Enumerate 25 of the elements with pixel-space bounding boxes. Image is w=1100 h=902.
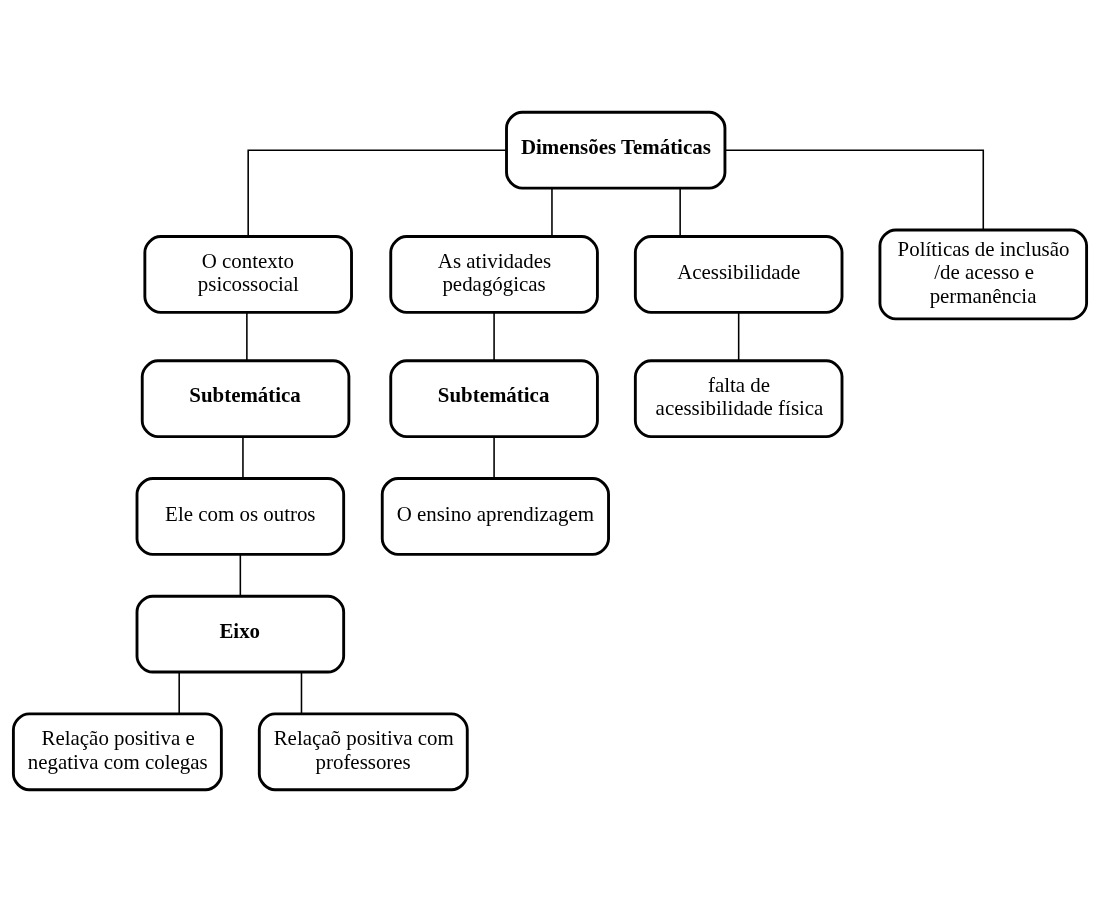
connector — [239, 554, 242, 597]
node-box: Relação positiva e negativa com colegas — [11, 712, 223, 792]
node-box: Políticas de inclusão /de acesso e permanência — [878, 228, 1089, 321]
node-box: Ele com os outros — [135, 477, 346, 556]
node-box: Relaçaõ positiva com professores — [257, 712, 469, 792]
connector — [493, 436, 495, 479]
connector — [551, 187, 553, 238]
connector — [724, 149, 985, 231]
node-box: Acessibilidade — [633, 235, 844, 314]
connector — [178, 671, 180, 715]
connector — [493, 311, 495, 362]
node-box: Eixo — [135, 594, 346, 674]
connector — [737, 311, 740, 362]
node-box: O contexto psicossocial — [143, 235, 353, 314]
node-box: Subtemática — [140, 359, 351, 439]
connector — [679, 187, 681, 238]
node-box: As atividades pedagógicas — [389, 235, 599, 314]
connector — [246, 311, 248, 362]
connector — [300, 671, 303, 715]
node-box: Subtemática — [389, 359, 599, 439]
node-box: O ensino aprendizagem — [380, 477, 610, 556]
node-box: falta de acessibilidade física — [633, 359, 844, 439]
connector — [242, 436, 244, 479]
node-box: Dimensões Temáticas — [505, 110, 727, 190]
connector — [247, 149, 508, 238]
